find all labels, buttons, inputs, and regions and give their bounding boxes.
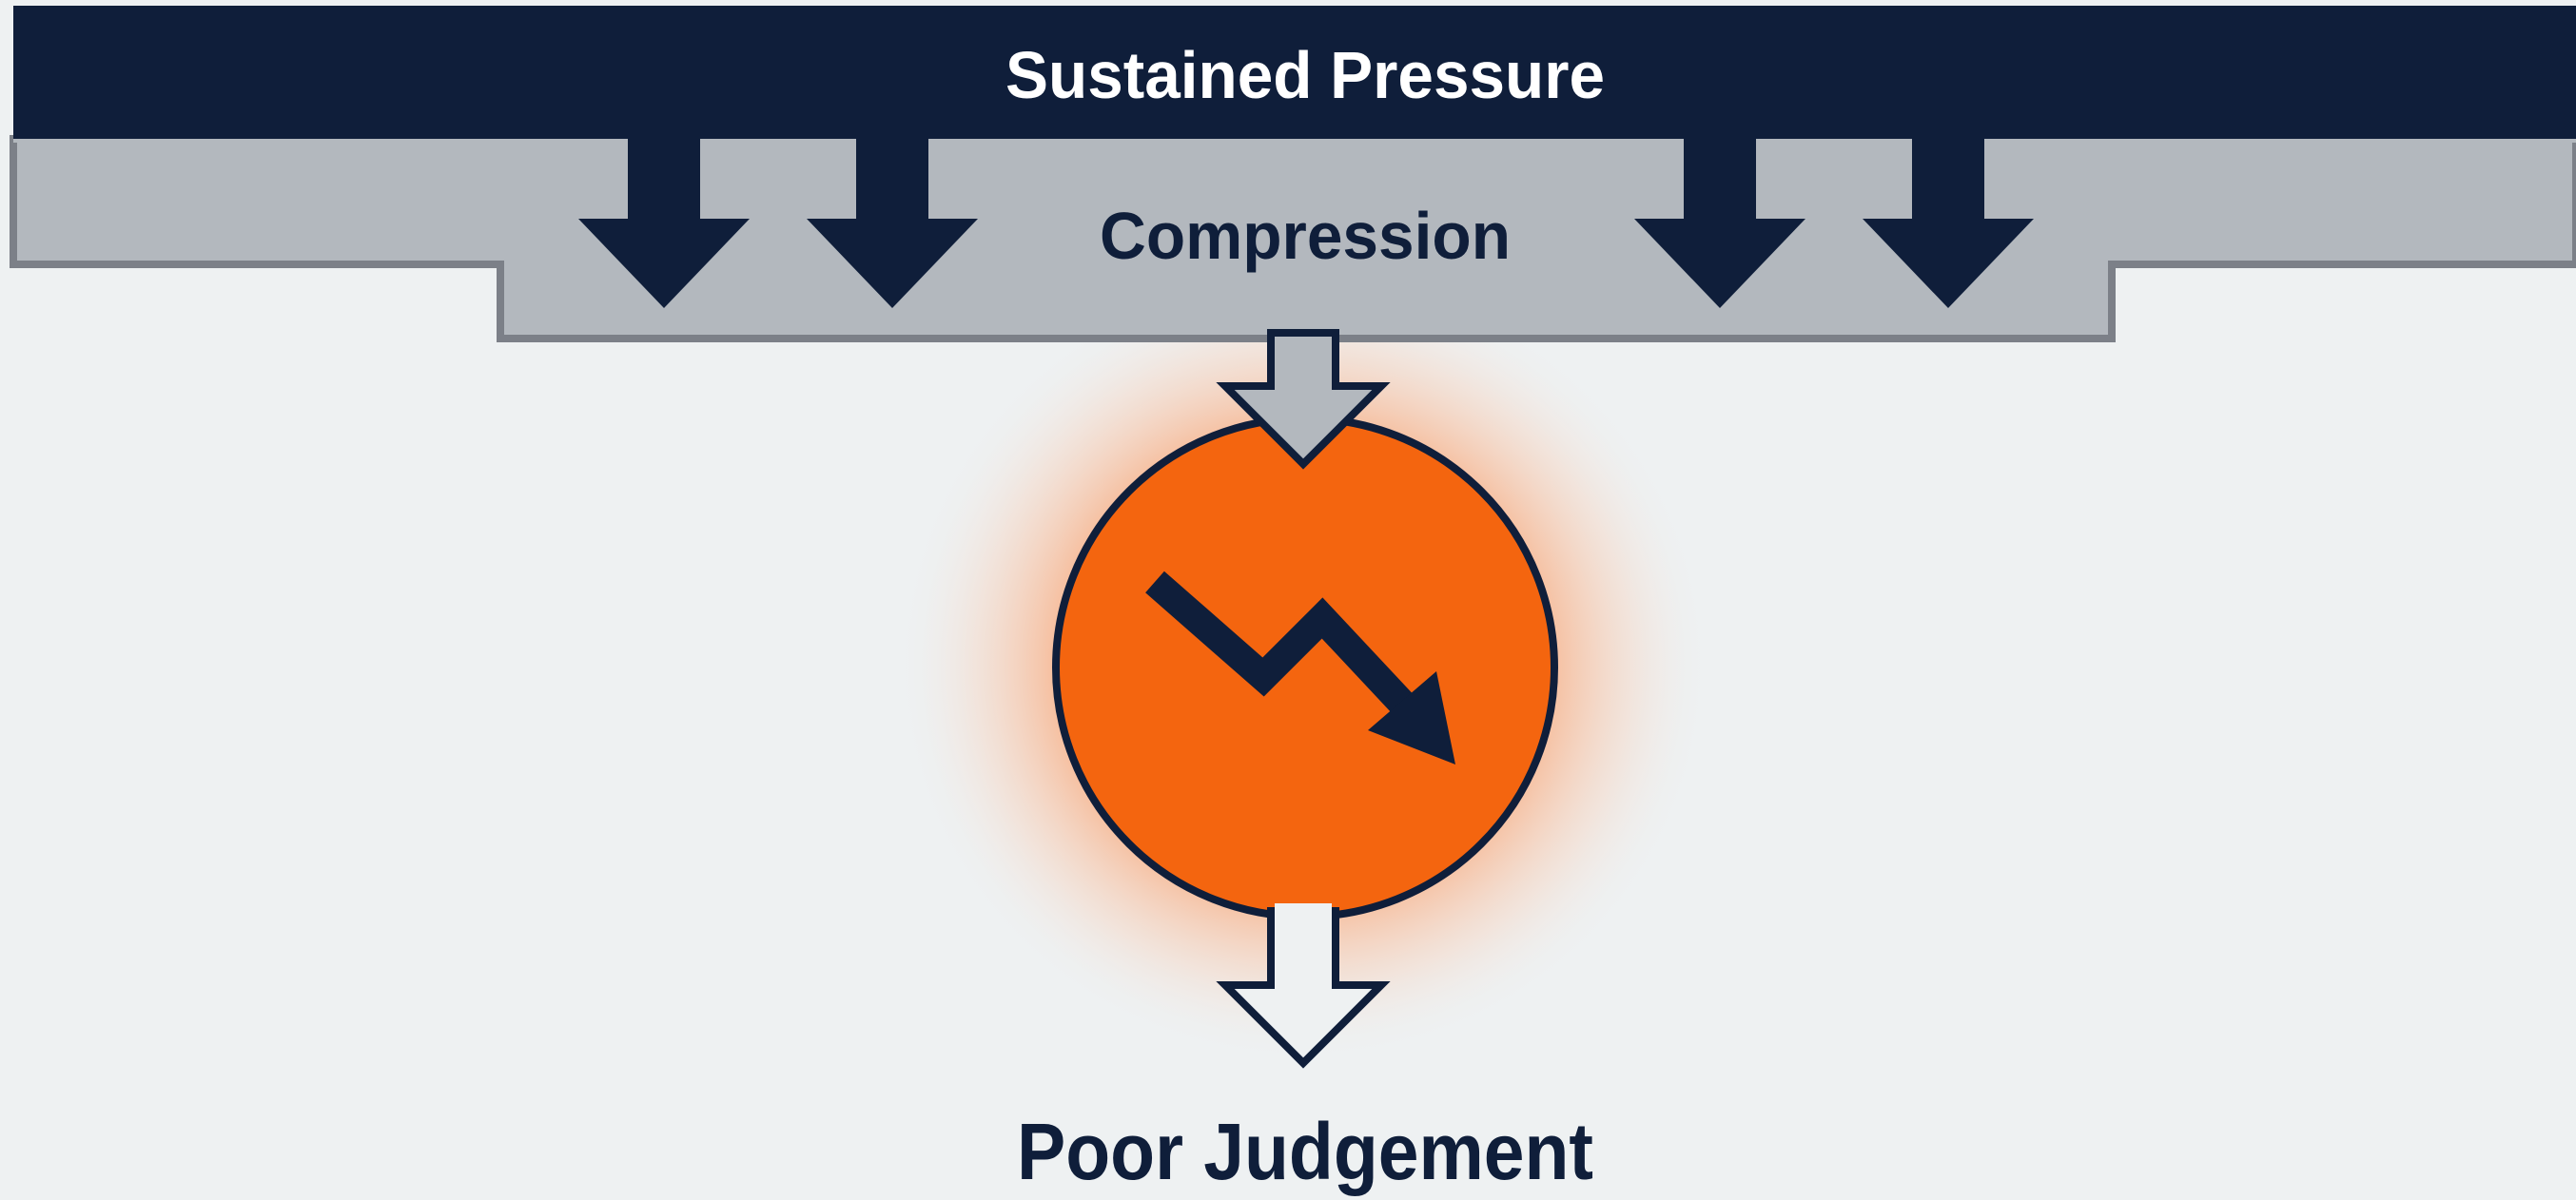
judgement-circle xyxy=(1052,415,1558,920)
declining-zigzag-arrow-icon xyxy=(1145,571,1455,765)
output-arrow-neck xyxy=(1275,903,1332,917)
sustained-pressure-label: Sustained Pressure xyxy=(1005,38,1605,112)
poor-judgement-label: Poor Judgement xyxy=(1017,1107,1593,1196)
output-hollow-arrow xyxy=(1216,907,1391,1069)
input-hollow-arrow xyxy=(1216,329,1391,470)
pressure-arrows xyxy=(578,139,2034,308)
sustained-pressure-band xyxy=(13,6,2576,139)
pressure-arrow-4 xyxy=(1863,139,2034,308)
compression-label: Compression xyxy=(1100,199,1511,273)
pressure-arrow-2 xyxy=(807,139,978,308)
pressure-arrow-3 xyxy=(1634,139,1805,308)
pressure-arrow-1 xyxy=(578,139,750,308)
